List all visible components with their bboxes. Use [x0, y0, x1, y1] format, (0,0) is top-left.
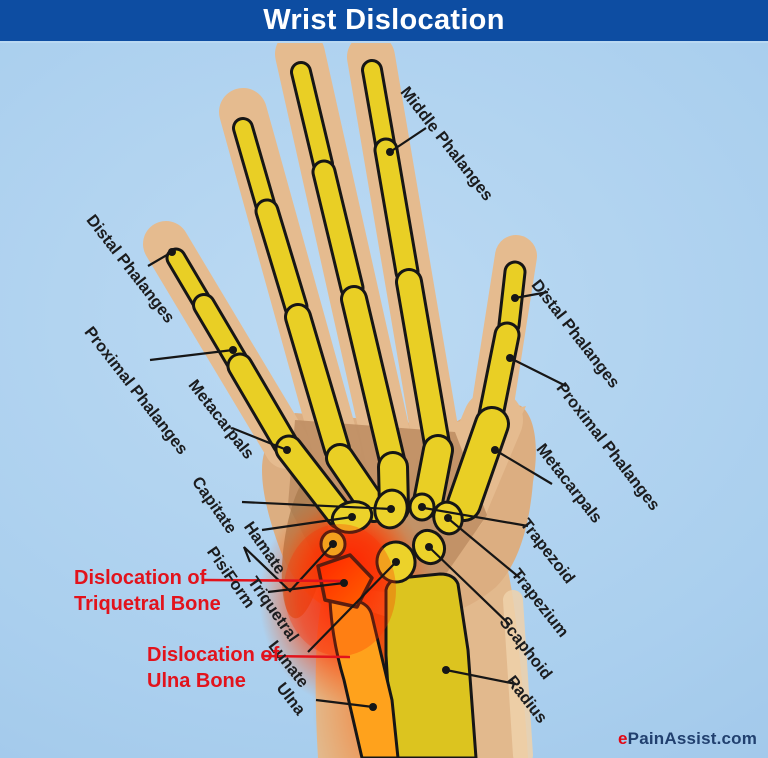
index-finger-bones [361, 59, 454, 518]
alert-leader-lines [203, 578, 351, 659]
annotation-dislocation-triquetral: Dislocation of Triquetral Bone [74, 566, 221, 617]
annotation-line-2: Ulna Bone [147, 669, 246, 692]
radius-bone [384, 572, 478, 758]
leader-dots [168, 148, 519, 711]
annotation-line-2: Triquetral Bone [74, 592, 221, 615]
page-title: Wrist Dislocation [263, 4, 505, 36]
leader-lines [147, 127, 567, 709]
watermark: ePainAssist.com [618, 729, 757, 749]
title-bar: Wrist Dislocation [0, 0, 768, 43]
annotation-line-1: Dislocation of [147, 644, 280, 666]
annotation-dislocation-ulna: Dislocation of Ulna Bone [147, 643, 279, 694]
thumb-bones [446, 260, 527, 522]
annotation-line-1: Dislocation of [74, 567, 207, 589]
watermark-prefix: e [618, 729, 628, 748]
ring-finger-bones [232, 117, 389, 523]
watermark-suffix: PainAssist.com [627, 729, 758, 748]
injury-tint [284, 524, 396, 656]
